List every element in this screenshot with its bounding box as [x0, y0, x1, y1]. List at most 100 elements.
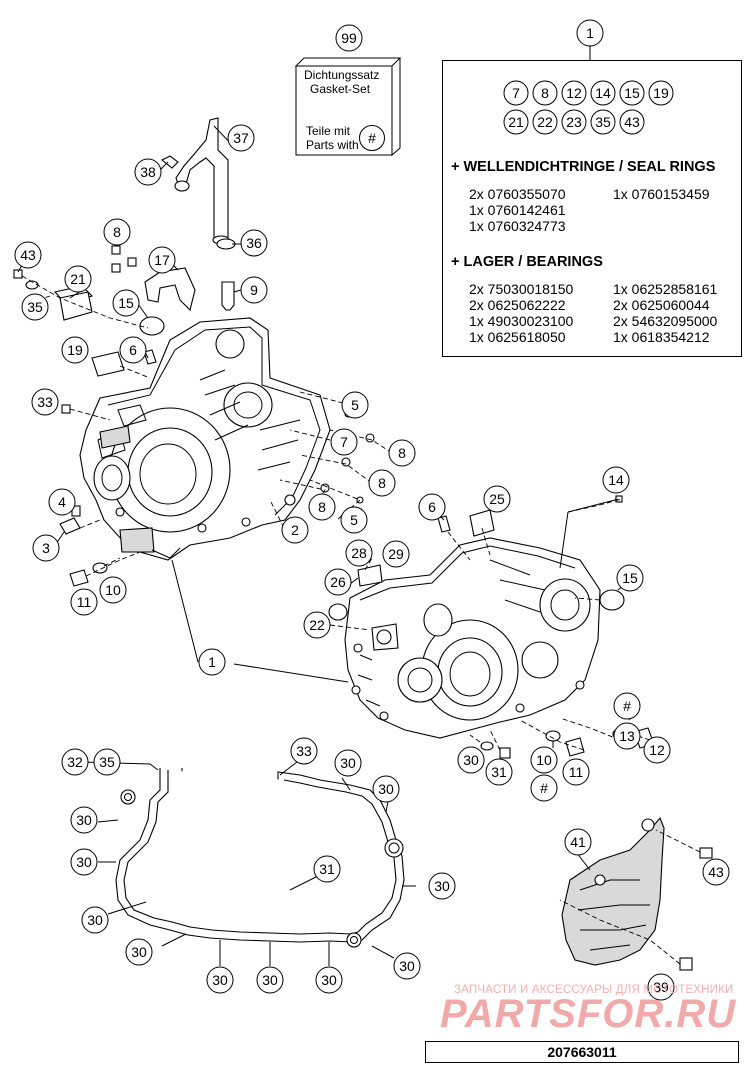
callout-1-mid: 1: [198, 648, 226, 676]
right-crankcase-half: [344, 499, 616, 739]
svg-text:19: 19: [653, 85, 669, 101]
svg-text:#: #: [540, 780, 548, 796]
svg-text:10: 10: [536, 752, 552, 768]
svg-text:30: 30: [463, 752, 479, 768]
callout-hash-1: #: [613, 692, 641, 720]
svg-text:8: 8: [541, 85, 549, 101]
svg-text:30: 30: [321, 972, 337, 988]
seal-rings-list-2: 1x 0760153459: [613, 186, 710, 202]
callout-30-e: 30: [428, 872, 456, 900]
svg-text:11: 11: [77, 594, 92, 610]
svg-text:30: 30: [131, 944, 147, 960]
svg-text:38: 38: [140, 164, 156, 180]
svg-text:14: 14: [595, 85, 611, 101]
seal-ring-item: 1x 0760324773: [469, 218, 566, 234]
drawing-number: 207663011: [547, 1044, 617, 1060]
drawing-number-box: 207663011: [425, 1041, 739, 1063]
svg-text:11: 11: [569, 764, 584, 780]
bearing-item: 2x 54632095000: [613, 313, 718, 329]
gasket-set-box: [294, 57, 402, 157]
svg-text:15: 15: [622, 570, 638, 586]
callout-1-top: 1: [576, 19, 604, 47]
callout-17: 17: [148, 246, 176, 274]
left-crankcase-half: [79, 317, 331, 561]
callout-8-right-b: 8: [368, 469, 396, 497]
gasket-set-de: Dichtungssatz: [304, 68, 380, 82]
callout-12: 12: [643, 736, 671, 764]
svg-text:13: 13: [619, 728, 635, 744]
svg-text:26: 26: [330, 574, 346, 590]
callout-8-top: 8: [103, 218, 131, 246]
svg-text:43: 43: [20, 247, 36, 263]
callout-28: 30: [457, 746, 485, 774]
svg-text:31: 31: [491, 764, 507, 780]
svg-text:39: 39: [653, 979, 669, 995]
callout-15-right: 15: [616, 564, 644, 592]
gasket-symbol: #: [368, 130, 376, 146]
callout-25: 28: [345, 539, 373, 567]
callout-6-right: 6: [418, 493, 446, 521]
callout-24: 26: [324, 568, 352, 596]
callout-35: 35: [21, 293, 49, 321]
svg-text:8: 8: [378, 475, 386, 491]
legend-callout-8: 8: [532, 80, 558, 106]
callout-11-right: 11: [562, 758, 590, 786]
parts-with-de: Teile mit: [306, 124, 351, 138]
svg-text:30: 30: [262, 972, 278, 988]
callout-30-g: 30: [125, 938, 153, 966]
svg-text:36: 36: [246, 235, 262, 251]
seal-rings-title: + WELLENDICHTRINGE / SEAL RINGS: [451, 159, 716, 175]
svg-text:21: 21: [508, 114, 524, 130]
svg-text:30: 30: [378, 781, 394, 797]
svg-text:1: 1: [586, 25, 594, 41]
gasket-symbol-bubble: #: [359, 125, 385, 151]
svg-text:4: 4: [58, 494, 66, 510]
crankcase-gasket: [115, 768, 405, 948]
svg-text:30: 30: [76, 854, 92, 870]
bearing-item: 1x 0618354212: [613, 329, 710, 345]
legend-callout-35: 35: [590, 109, 616, 135]
bearing-item: 1x 0625618050: [469, 329, 566, 345]
svg-text:30: 30: [76, 812, 92, 828]
callout-99: 99: [335, 24, 363, 52]
callout-2: 2: [281, 516, 309, 544]
callout-30-b: 30: [372, 775, 400, 803]
legend-callout-43: 43: [619, 109, 645, 135]
callout-30-a: 30: [334, 749, 362, 777]
callout-29: 31: [485, 758, 513, 786]
bearings-list-2: 1x 06252858161 2x 0625060044 2x 54632095…: [613, 281, 717, 345]
callout-14: 13: [613, 722, 641, 750]
callout-34: 33: [31, 388, 59, 416]
seal-ring-item: 1x 0760153459: [613, 186, 710, 202]
callout-8-right-c: 8: [308, 493, 336, 521]
svg-text:30: 30: [434, 878, 450, 894]
callout-30-k: 30: [393, 952, 421, 980]
parts-with-en: Parts with: [306, 138, 359, 152]
callout-39: 39: [647, 973, 675, 1001]
svg-text:7: 7: [340, 434, 348, 450]
svg-text:30: 30: [212, 972, 228, 988]
svg-text:30: 30: [340, 755, 356, 771]
legend-callout-12: 12: [561, 80, 587, 106]
legend-callout-14: 14: [590, 80, 616, 106]
watermark: ЗАПЧАСТИ И АКСЕССУАРЫ ДЛЯ МОТОТЕХНИКИ PA…: [440, 978, 740, 1038]
svg-text:15: 15: [624, 85, 640, 101]
callout-41: 43: [702, 858, 730, 886]
callout-30-i: 30: [256, 966, 284, 994]
svg-text:7: 7: [512, 85, 520, 101]
small-parts: [13, 155, 713, 971]
svg-text:37: 37: [233, 130, 249, 146]
svg-text:8: 8: [113, 224, 121, 240]
callout-36: 36: [240, 229, 268, 257]
svg-text:6: 6: [129, 342, 137, 358]
svg-text:10: 10: [105, 582, 121, 598]
svg-text:#: #: [623, 698, 631, 714]
svg-text:1: 1: [208, 654, 216, 670]
svg-text:25: 25: [489, 491, 505, 507]
watermark-logo: PARTSFOR.RU: [440, 992, 737, 1036]
callout-8-right-a: 8: [388, 439, 416, 467]
callout-10-right: 10: [530, 746, 558, 774]
legend-callout-21: 21: [503, 109, 529, 135]
callout-9: 9: [240, 276, 268, 304]
